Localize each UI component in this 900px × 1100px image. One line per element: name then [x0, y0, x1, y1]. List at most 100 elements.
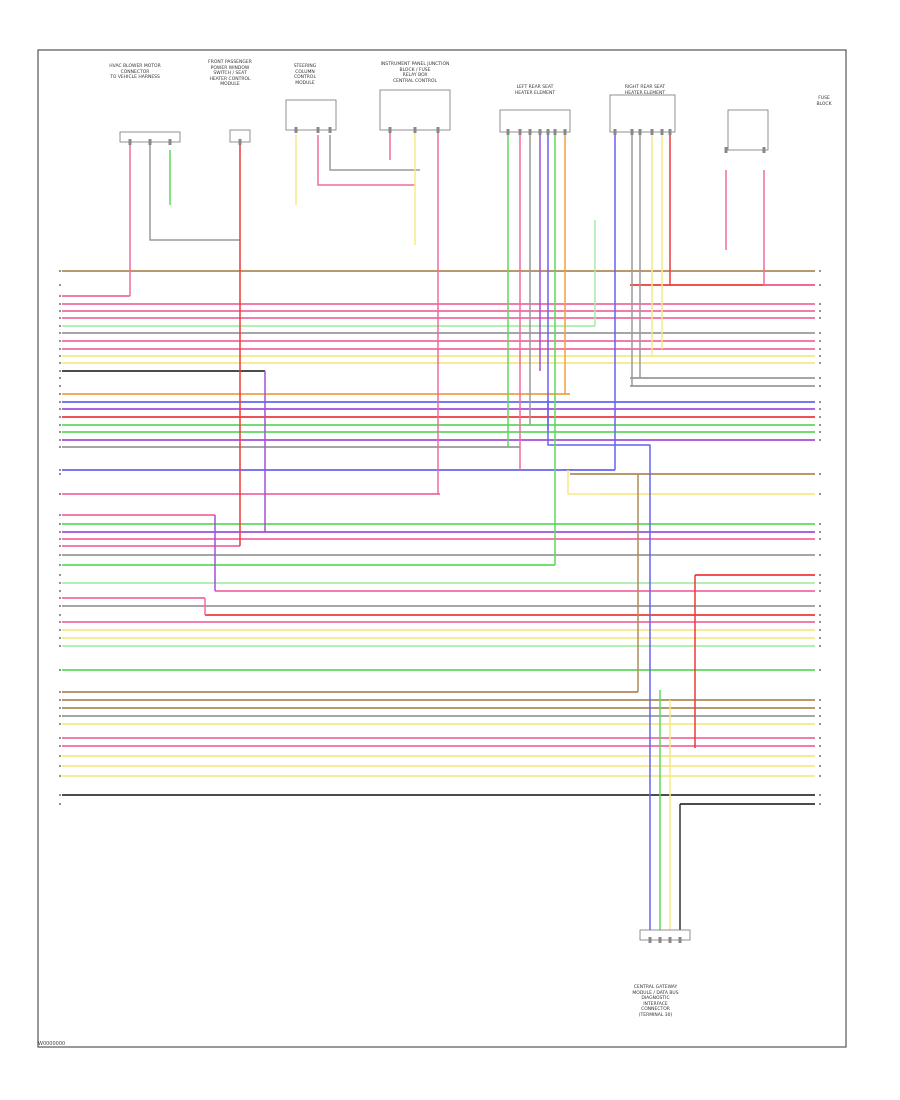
- label-ip-junction: INSTRUMENT PANEL JUNCTION BLOCK / FUSE R…: [380, 62, 450, 84]
- pin-right-19: [818, 415, 822, 419]
- pin-right-35: [818, 573, 822, 577]
- pin-right-50: [818, 722, 822, 726]
- pin-right-56: [818, 793, 822, 797]
- pin-left-31: [58, 537, 62, 541]
- pin-left-35: [58, 573, 62, 577]
- pin-left-45: [58, 668, 62, 672]
- pin-left-46: [58, 690, 62, 694]
- label-central-gateway: CENTRAL GATEWAY MODULE / DATA BUS DIAGNO…: [632, 985, 679, 1018]
- pin-right-57: [818, 802, 822, 806]
- pin-left-9: [58, 339, 62, 343]
- diagram-border: [37, 49, 847, 1048]
- pin-right-52: [818, 744, 822, 748]
- pin-right-10: [818, 347, 822, 351]
- pin-left-10: [58, 347, 62, 351]
- pin-left-52: [58, 744, 62, 748]
- pin-right-11: [818, 354, 822, 358]
- routed-wire-7: [329, 135, 420, 171]
- pin-left-21: [58, 430, 62, 434]
- pin-left-24: [58, 468, 62, 472]
- pin-right-15: [818, 384, 822, 388]
- pin-right-44: [818, 644, 822, 648]
- pin-left-37: [58, 589, 62, 593]
- pin-right-53: [818, 754, 822, 758]
- routed-wire-2: [149, 140, 240, 241]
- power-window-switch-block: [229, 129, 251, 145]
- pin-right-51: [818, 736, 822, 740]
- pin-left-55: [58, 774, 62, 778]
- pin-right-55: [818, 774, 822, 778]
- rear-seat-right-block: [609, 94, 676, 135]
- wire-bundle: [62, 130, 815, 930]
- pin-right-1: [818, 269, 822, 273]
- label-steering-column: STEERING COLUMN CONTROL MODULE: [293, 64, 317, 86]
- label-hvac-blower: HVAC BLOWER MOTOR CONNECTOR TO VEHICLE H…: [109, 64, 161, 80]
- pin-left-36: [58, 581, 62, 585]
- pin-left-38: [58, 596, 62, 600]
- hvac-blower-block: [119, 131, 181, 145]
- pin-left-48: [58, 706, 62, 710]
- pin-right-45: [818, 668, 822, 672]
- pin-left-5: [58, 309, 62, 313]
- pin-right-48: [818, 706, 822, 710]
- pin-right-21: [818, 430, 822, 434]
- pin-left-41: [58, 620, 62, 624]
- label-power-window-switch: FRONT PASSENGER POWER WINDOW SWITCH / SE…: [208, 60, 252, 87]
- pin-right-20: [818, 423, 822, 427]
- pin-right-17: [818, 400, 822, 404]
- pin-left-57: [58, 802, 62, 806]
- routed-wire-35: [567, 470, 600, 495]
- pin-right-5: [818, 309, 822, 313]
- steering-column-block: [285, 99, 337, 133]
- pin-right-39: [818, 604, 822, 608]
- pin-right-40: [818, 613, 822, 617]
- pin-left-54: [58, 764, 62, 768]
- ip-junction-block: [379, 89, 451, 133]
- pin-right-47: [818, 698, 822, 702]
- pin-left-29: [58, 522, 62, 526]
- pin-right-22: [818, 438, 822, 442]
- pin-left-28: [58, 513, 62, 517]
- pin-right-33: [818, 553, 822, 557]
- pin-left-33: [58, 553, 62, 557]
- pin-left-32: [58, 544, 62, 548]
- pin-right-2: [818, 283, 822, 287]
- pin-right-12: [818, 361, 822, 365]
- pin-right-25: [818, 472, 822, 476]
- pin-left-11: [58, 354, 62, 358]
- pin-left-25: [58, 472, 62, 476]
- pin-right-37: [818, 589, 822, 593]
- pin-left-14: [58, 376, 62, 380]
- routed-wire-26: [763, 170, 815, 286]
- pin-left-2: [58, 283, 62, 287]
- pin-left-22: [58, 438, 62, 442]
- pin-left-15: [58, 384, 62, 388]
- pin-left-23: [58, 445, 62, 449]
- pin-left-12: [58, 361, 62, 365]
- pin-right-29: [818, 522, 822, 526]
- pin-right-54: [818, 764, 822, 768]
- pin-right-27: [818, 492, 822, 496]
- pin-right-9: [818, 339, 822, 343]
- pin-left-1: [58, 269, 62, 273]
- pin-right-49: [818, 714, 822, 718]
- rear-seat-left-block: [499, 109, 571, 135]
- pin-left-7: [58, 324, 62, 328]
- routed-wire-15: [547, 130, 651, 930]
- pin-right-31: [818, 537, 822, 541]
- label-rear-seat-left: LEFT REAR SEAT HEATER ELEMENT: [514, 85, 556, 96]
- pin-right-36: [818, 581, 822, 585]
- pin-left-4: [58, 302, 62, 306]
- routed-wire-6: [317, 135, 415, 186]
- label-fuse-block: FUSE BLOCK: [816, 96, 832, 107]
- pin-left-49: [58, 714, 62, 718]
- pin-left-34: [58, 563, 62, 567]
- pin-left-50: [58, 722, 62, 726]
- pin-left-51: [58, 736, 62, 740]
- pin-left-43: [58, 636, 62, 640]
- pin-left-3: [58, 294, 62, 298]
- pin-left-40: [58, 613, 62, 617]
- pin-right-41: [818, 620, 822, 624]
- pin-right-18: [818, 407, 822, 411]
